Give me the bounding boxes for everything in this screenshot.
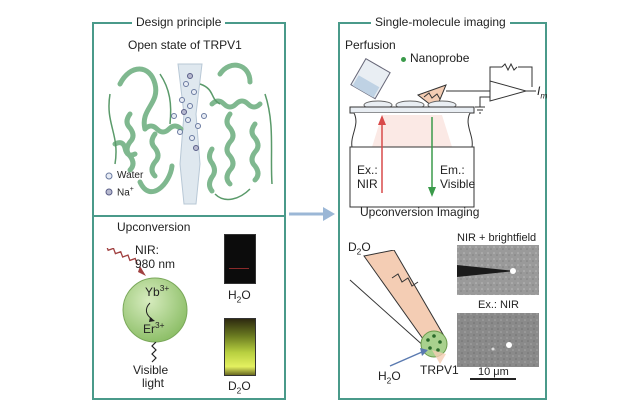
nir-label: NIR: (135, 243, 159, 257)
vial-h2o-label: H2O (228, 288, 251, 304)
scale-bar (470, 378, 516, 380)
d2o-end: O (361, 240, 371, 254)
vial-h2o-end: O (241, 288, 251, 302)
vial-d2o-image (224, 318, 256, 376)
nanoparticle-sphere (122, 277, 188, 343)
yb-text: Yb (145, 285, 160, 299)
nanoprobe-dot (401, 57, 406, 62)
na-legend-icon (105, 188, 113, 196)
vial-h2o-sub: 2 (236, 294, 242, 305)
visible-light-line2: light (142, 376, 165, 390)
micro1-label: NIR + brightfield (457, 232, 537, 244)
legend-water: Water (117, 170, 144, 181)
em-label-line2: Visible (440, 177, 476, 191)
visible-light-line1: Visible (133, 363, 169, 377)
yb-label: Yb3+ (145, 283, 169, 299)
current-sub: m (540, 90, 548, 101)
pipette-nanoprobe-schematic (349, 250, 448, 367)
vial-d2o-main: D (228, 379, 237, 393)
d2o-main: D (348, 240, 357, 254)
h2o-end: O (391, 369, 401, 383)
yb-sup: 3+ (159, 283, 170, 293)
ex-label-line1: Ex.: (357, 163, 378, 177)
design-subtitle: Open state of TRPV1 (128, 38, 242, 52)
h2o-label: H2O (378, 369, 401, 385)
water-legend-icon (105, 172, 113, 180)
d2o-label: D2O (348, 240, 371, 256)
imaging-setup-schematic (349, 57, 536, 208)
er-label: Er3+ (143, 320, 165, 336)
vial-d2o-label: D2O (228, 379, 251, 395)
scale-label: 10 μm (478, 366, 509, 378)
ex-label-line2: NIR (357, 177, 378, 191)
d2o-sub: 2 (356, 246, 362, 257)
h2o-sub: 2 (386, 375, 392, 386)
design-title: Design principle (132, 15, 226, 29)
micrograph-nir (457, 313, 539, 367)
upconversion-title: Upconversion (117, 220, 191, 234)
trpv1-protein-structure (108, 62, 273, 205)
right-title: Single-molecule imaging (371, 15, 510, 29)
current-label: Im (537, 84, 547, 100)
vial-d2o-end: O (241, 379, 251, 393)
nir-wavelength: 980 nm (135, 257, 176, 271)
micrograph-brightfield (457, 245, 539, 295)
legend-na-sup: + (129, 186, 134, 193)
er-text: Er (143, 322, 155, 336)
visible-wave-icon (151, 342, 157, 363)
h2o-main: H (378, 369, 387, 383)
vial-h2o-main: H (228, 288, 237, 302)
upconversion-imaging-label: Upconversion Imaging (360, 205, 480, 219)
legend-na: Na+ (117, 186, 134, 198)
vial-h2o-image (224, 234, 256, 284)
em-label-line1: Em.: (440, 163, 465, 177)
left-panel-divider (92, 215, 286, 217)
nanoprobe-label: Nanoprobe (410, 51, 470, 65)
perfusion-label: Perfusion (345, 38, 396, 52)
micro2-label: Ex.: NIR (478, 299, 519, 311)
er-sup: 3+ (155, 320, 165, 330)
flow-arrow (289, 207, 335, 221)
nir-wave-icon (105, 248, 146, 276)
legend-na-text: Na (117, 187, 130, 199)
vial-d2o-sub: 2 (236, 385, 242, 396)
current-text: I (537, 84, 541, 98)
trpv1-label: TRPV1 (420, 363, 459, 377)
